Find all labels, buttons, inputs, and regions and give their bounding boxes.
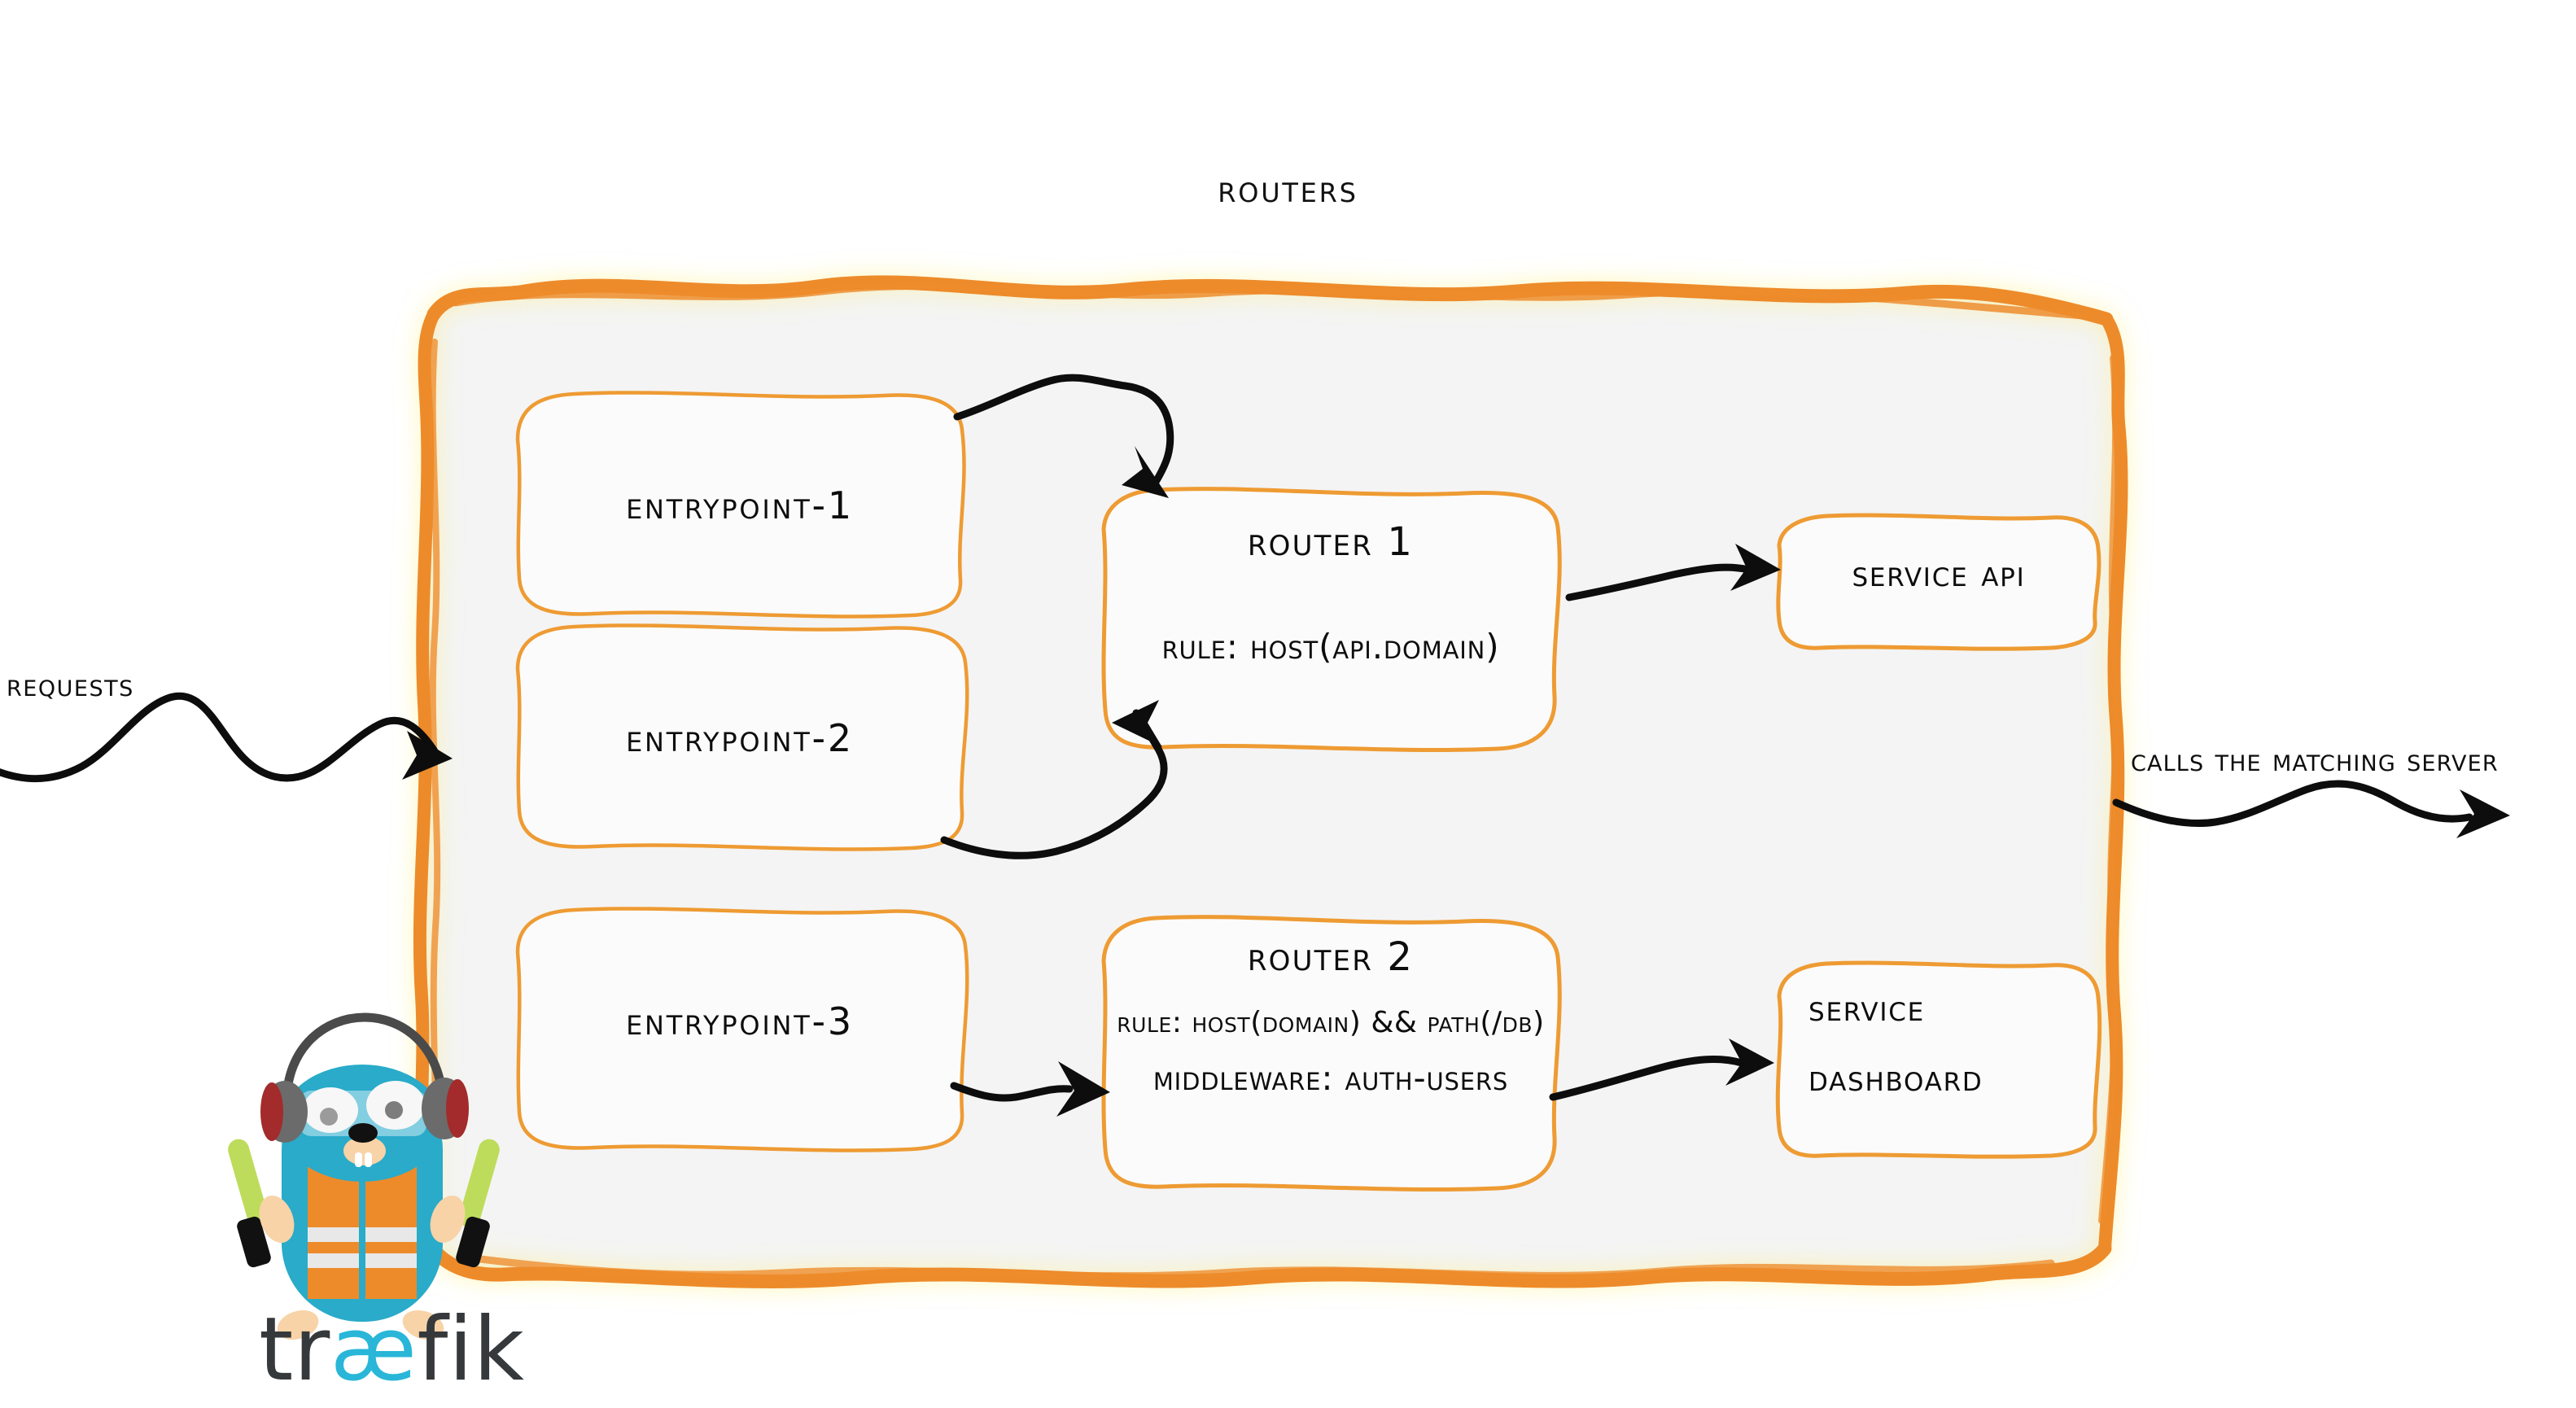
gopher-face-icon <box>281 1065 444 1182</box>
router-2-rule: rule: Host(domain) && Path(/db) <box>1117 1006 1545 1039</box>
traefik-wordmark: træfik <box>259 1306 525 1394</box>
router-2-title: Router 2 <box>1247 934 1415 980</box>
router-1-box[interactable] <box>1101 487 1562 753</box>
service-api-label: Service API <box>1852 553 2026 595</box>
entrypoint-1-box[interactable] <box>515 391 966 619</box>
entrypoint-2-box[interactable] <box>515 623 969 851</box>
router-2-middleware: Middleware: auth-users <box>1152 1058 1509 1098</box>
requests-arrow <box>0 693 440 783</box>
entrypoint-3-box[interactable] <box>515 907 969 1152</box>
router2-to-dashboard-arrow <box>1549 1055 1746 1101</box>
router-1-rule: rule: Host(api.domain) <box>1161 627 1500 667</box>
wordmark-part-1: tr <box>259 1299 330 1401</box>
entrypoint3-to-router2-arrow <box>950 1082 1074 1102</box>
baton-left-icon <box>228 1139 271 1268</box>
entrypoint2-to-router1-arrow <box>940 709 1168 859</box>
calls-server-arrow <box>2112 780 2473 828</box>
entrypoint1-to-router1-arrow <box>953 374 1174 486</box>
traefik-gopher-logo <box>228 1012 500 1340</box>
panel-border-bottom <box>421 1235 2112 1288</box>
entrypoint-1-label: entrypoint-1 <box>626 483 854 527</box>
wordmark-part-3: fik <box>417 1299 525 1401</box>
router-2-box[interactable] <box>1101 915 1562 1192</box>
router-1-title: Router 1 <box>1247 519 1415 565</box>
service-dashboard-box[interactable] <box>1775 960 2102 1159</box>
requests-label: Requests <box>7 667 134 703</box>
panel-border-right-2 <box>2098 355 2120 1224</box>
headphones-icon <box>260 1012 469 1143</box>
baton-right-icon <box>456 1139 500 1268</box>
service-dashboard-label-line2: Dashboard <box>1808 1058 1983 1100</box>
wordmark-ligature-ae: æ <box>330 1299 418 1401</box>
arrow-heads <box>402 446 2510 1117</box>
service-api-box[interactable] <box>1776 513 2101 651</box>
entrypoint-3-label: entrypoint-3 <box>626 999 854 1043</box>
service-dashboard-label-line1: Service <box>1808 988 1926 1030</box>
calls-server-label: Calls the matching server <box>2131 742 2499 778</box>
panel-border-top-2 <box>452 282 2088 320</box>
entrypoint-2-label: entrypoint-2 <box>626 716 854 760</box>
page-title: Routers <box>1218 167 1358 211</box>
panel-border-bottom-2 <box>457 1253 2055 1280</box>
router1-to-serviceapi-arrow <box>1565 563 1752 601</box>
panel-border-left <box>413 308 440 1248</box>
